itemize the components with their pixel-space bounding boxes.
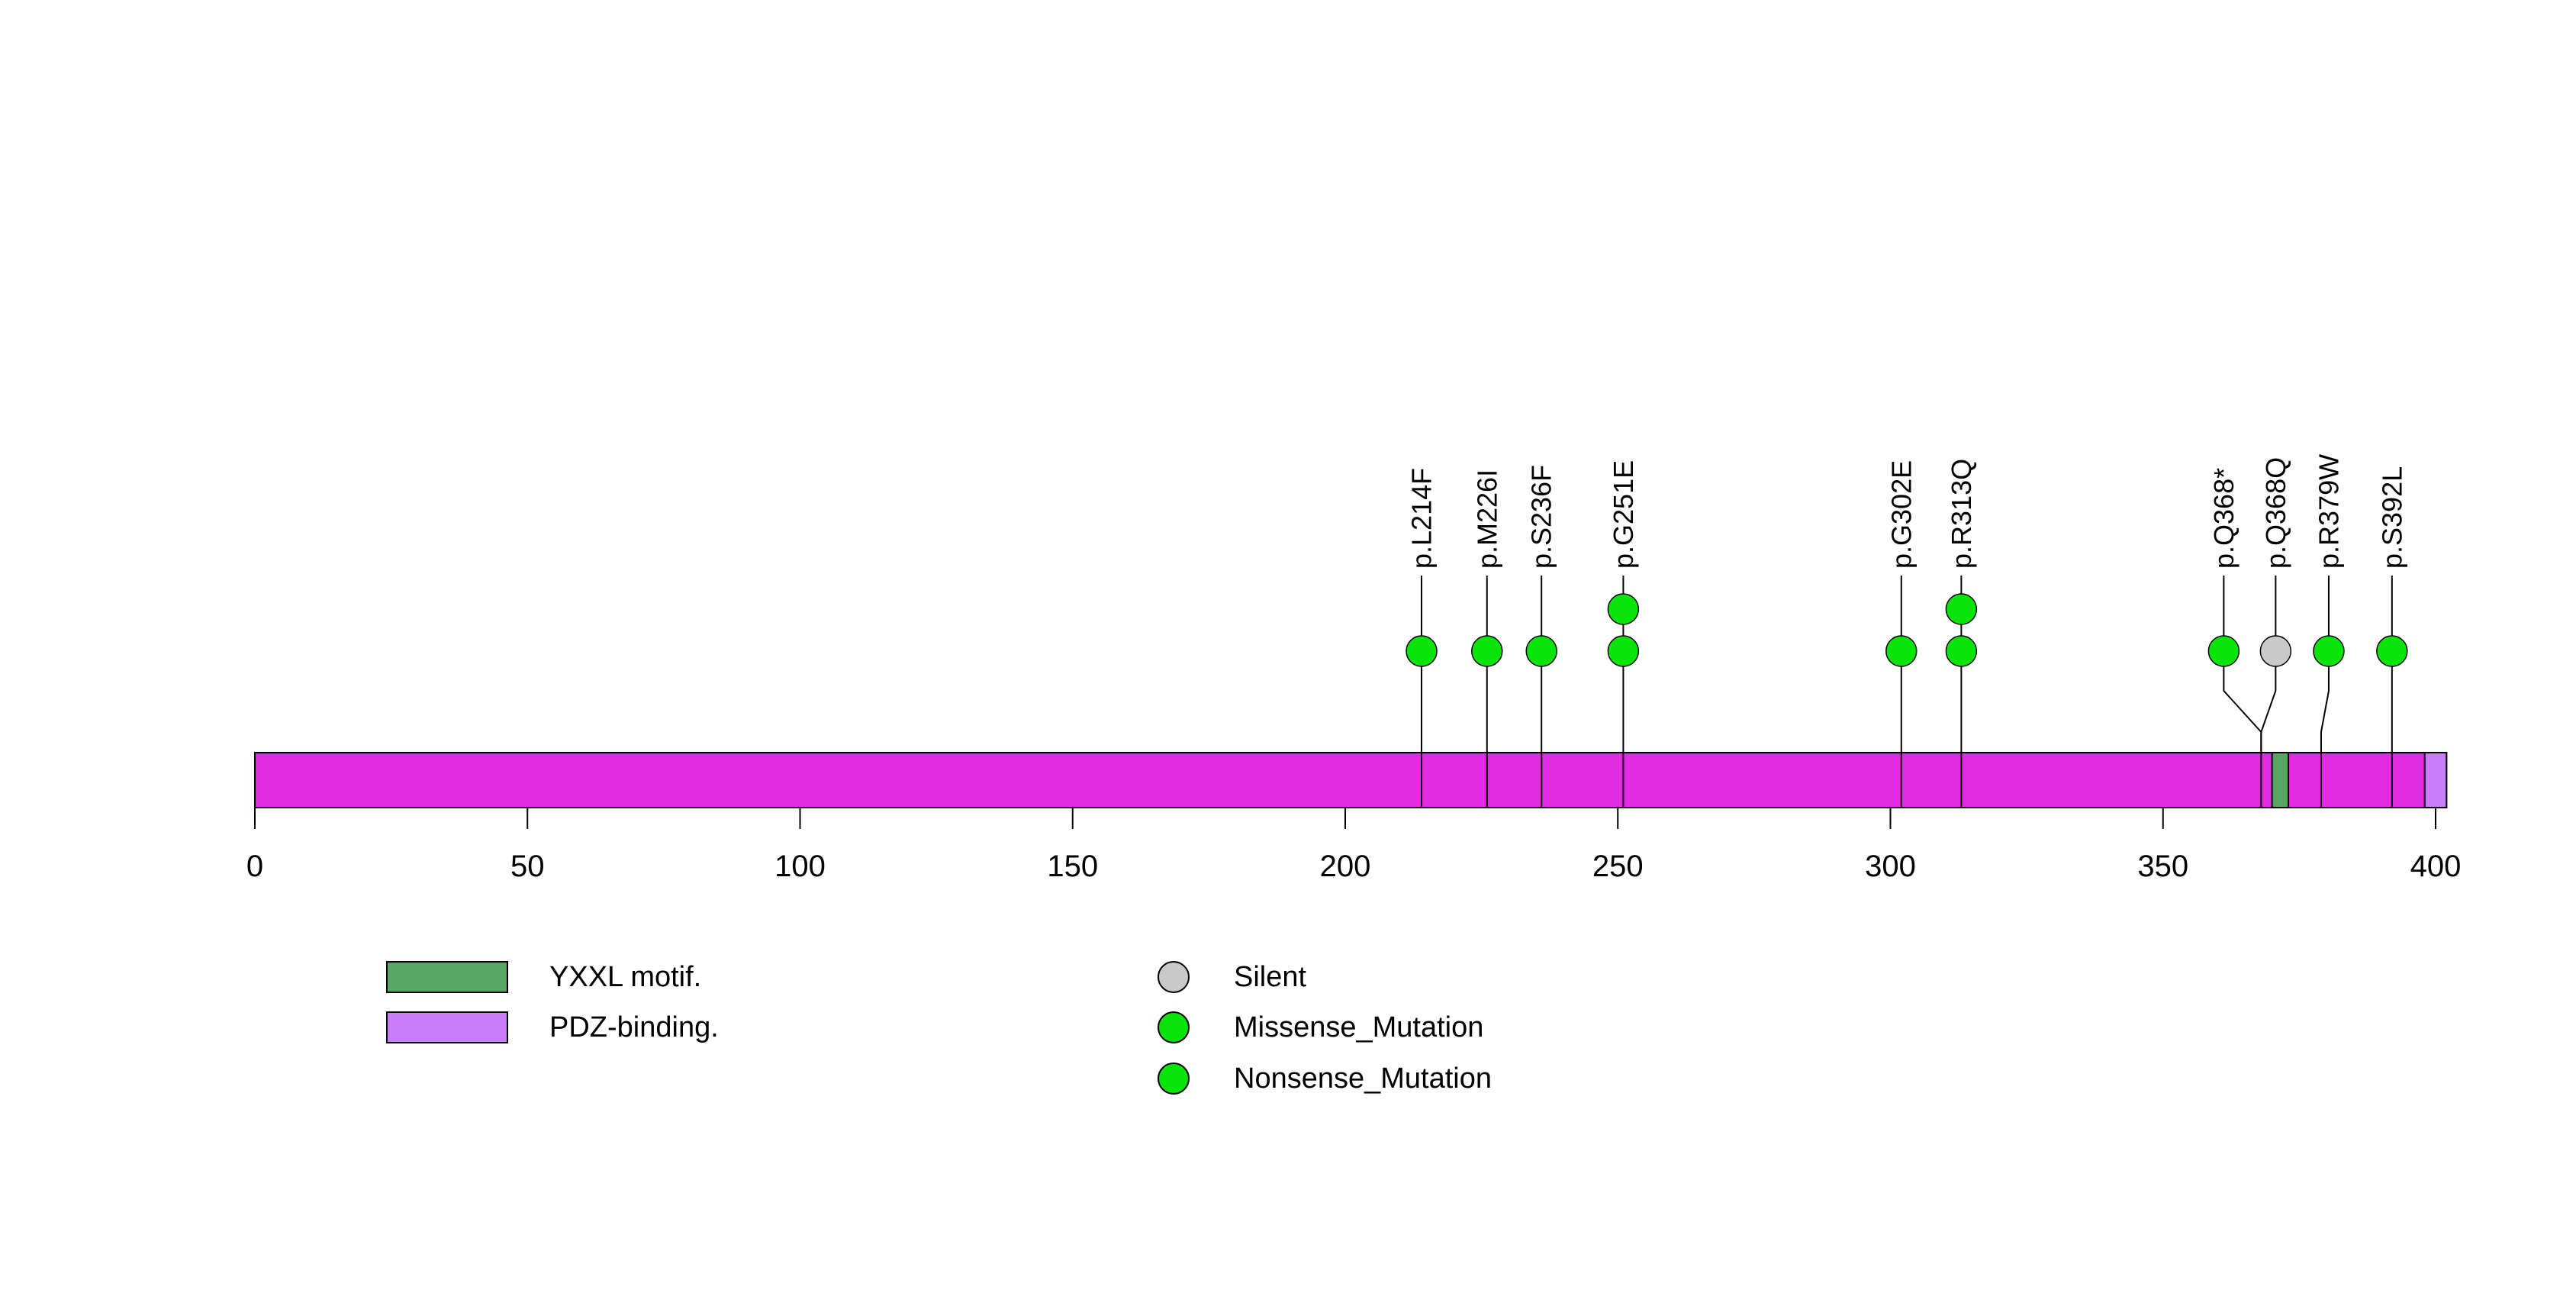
mutation-circle — [1607, 593, 1640, 625]
domain-segment — [2271, 752, 2290, 808]
mutation-label: p.G302E — [1885, 460, 1917, 569]
mutation-stem — [2320, 576, 2330, 808]
mutation-label: p.Q368* — [2208, 468, 2240, 569]
mutation-label: p.G251E — [1608, 460, 1639, 569]
mutation-circle — [2313, 635, 2345, 667]
axis-tick-label: 300 — [1865, 850, 1916, 883]
mutation-circle — [1607, 635, 1640, 667]
mutation-circle — [1945, 593, 1978, 625]
axis-tick-label: 200 — [1320, 850, 1371, 883]
mutation-label: p.M226I — [1471, 469, 1502, 569]
axis-tick-label: 400 — [2410, 850, 2462, 883]
mutation-label: p.S392L — [2376, 466, 2407, 569]
mutation-label: p.Q368Q — [2260, 457, 2291, 569]
axis-tick-label: 0 — [246, 850, 263, 883]
mutation-label: p.R313Q — [1946, 459, 1977, 569]
mutation-circle — [1471, 635, 1503, 667]
axis-tick-label: 250 — [1592, 850, 1644, 883]
mutation-circle — [2207, 635, 2240, 667]
axis-tick-label: 150 — [1047, 850, 1098, 883]
mutation-circle — [1406, 635, 1438, 667]
domain-segment — [2423, 752, 2448, 808]
mutation-label: p.R379W — [2313, 454, 2344, 569]
protein-backbone-bar — [254, 752, 2448, 808]
mutation-label: p.L214F — [1406, 468, 1438, 569]
mutation-stem — [2260, 576, 2277, 808]
axis-tick-label: 50 — [510, 850, 545, 883]
mutation-label: p.S236F — [1526, 465, 1557, 569]
mutation-circle — [1945, 635, 1978, 667]
axis-tick-label: 100 — [774, 850, 826, 883]
mutation-circle — [1525, 635, 1557, 667]
mutation-circle — [2259, 635, 2292, 667]
axis-tick-label: 350 — [2137, 850, 2188, 883]
mutation-circle — [1885, 635, 1918, 667]
mutation-circle — [2376, 635, 2408, 667]
